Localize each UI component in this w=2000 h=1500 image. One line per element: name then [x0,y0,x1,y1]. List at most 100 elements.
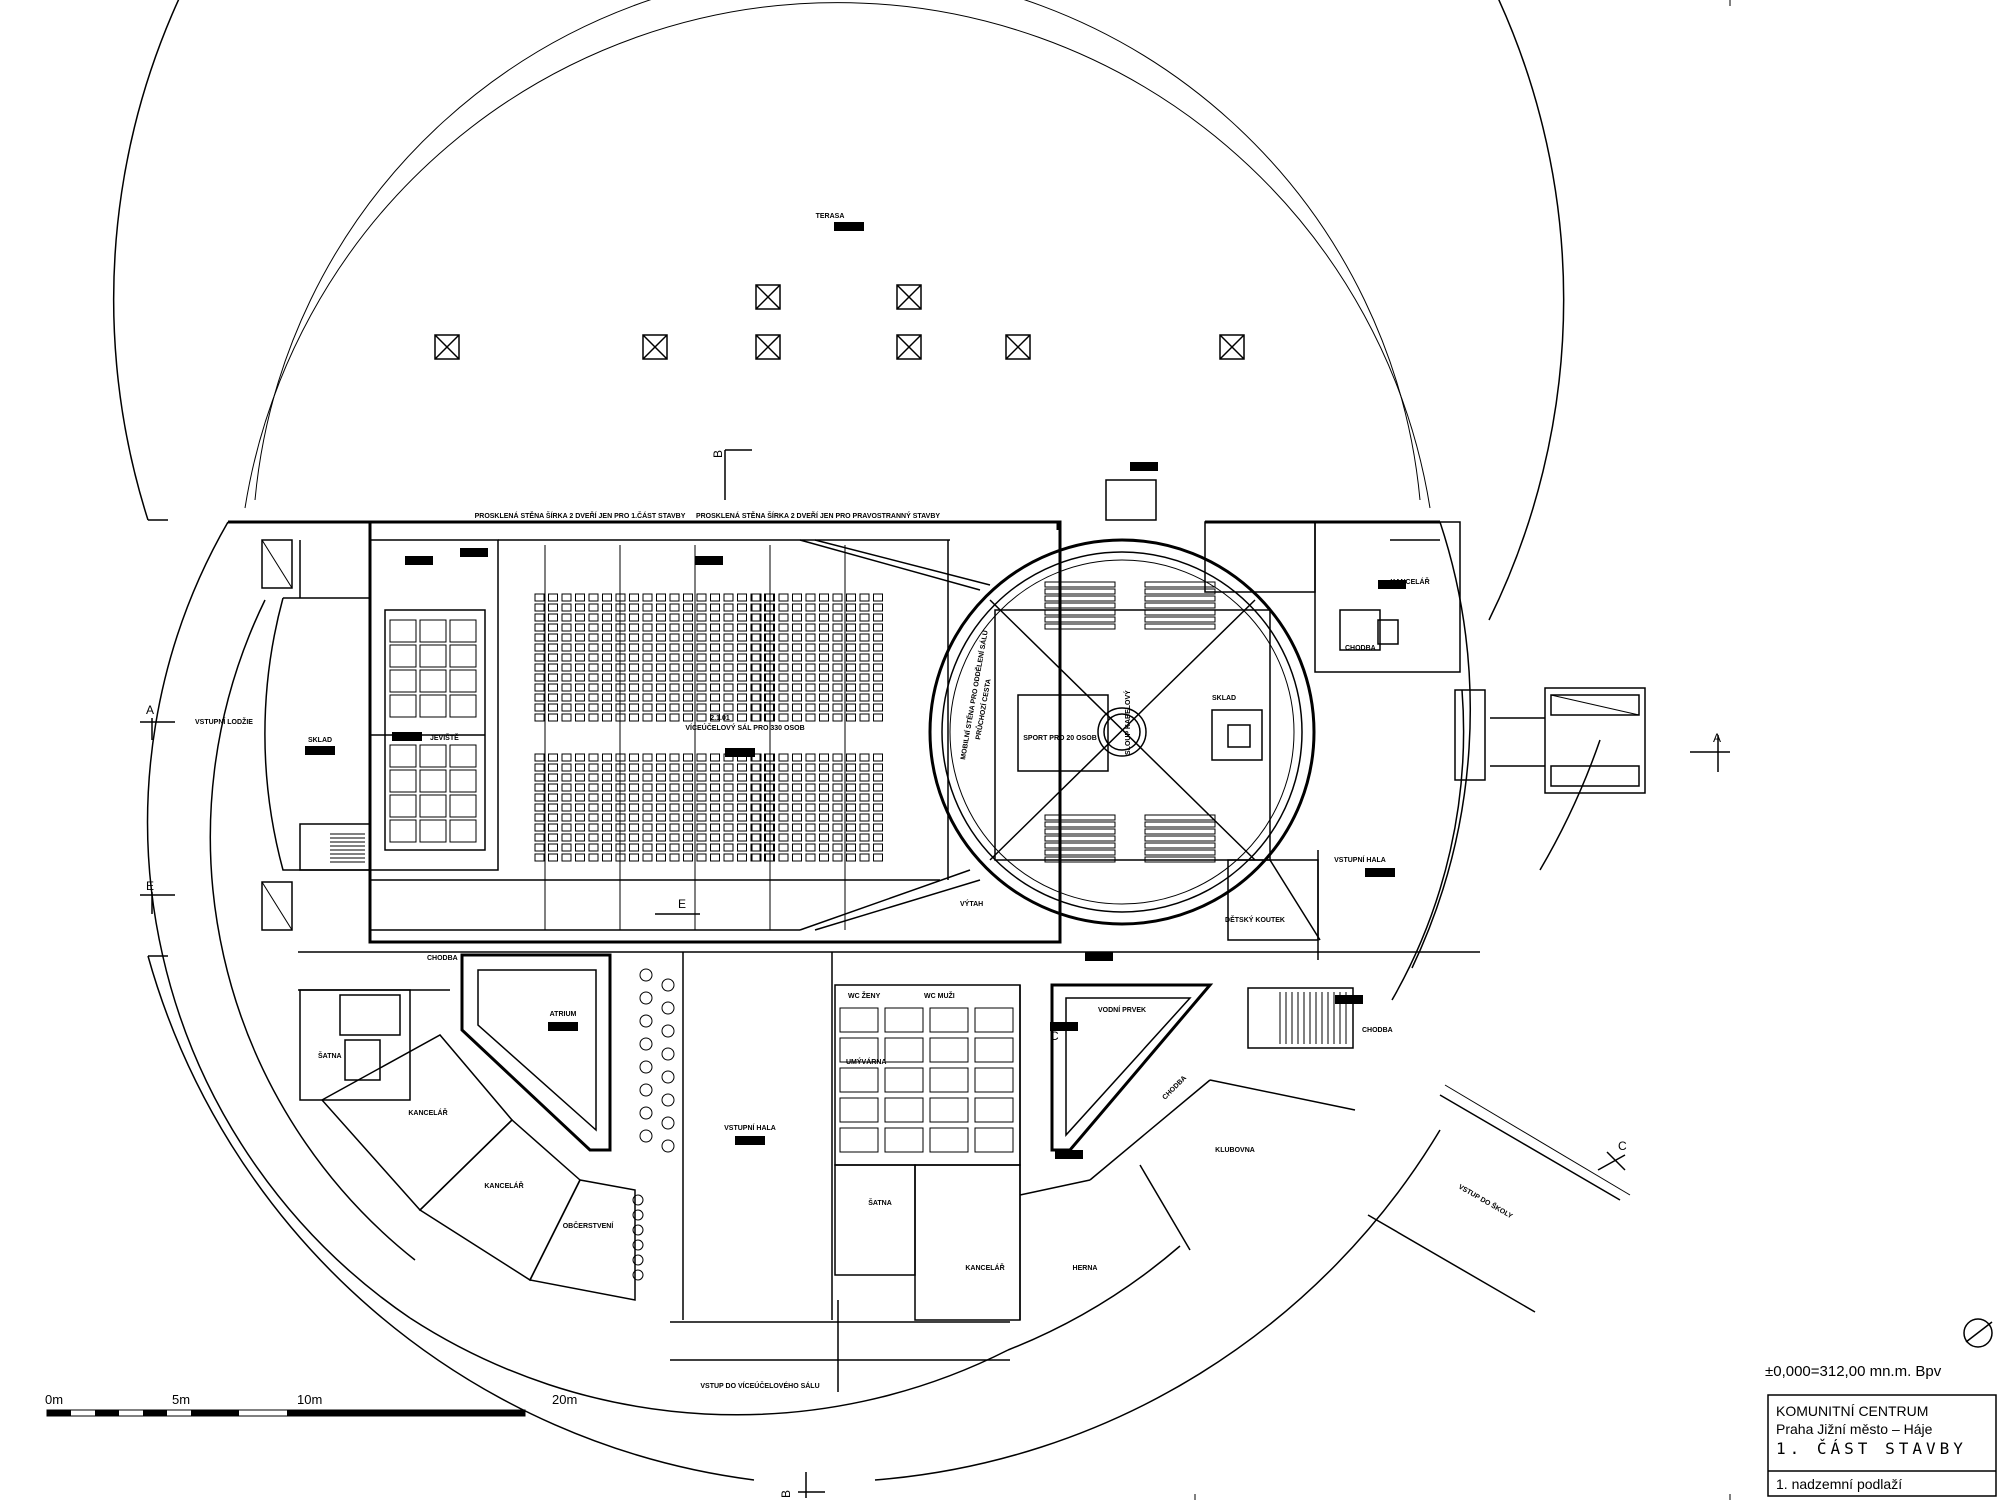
label-centrum: SPORT PRO 20 OSOB [1023,735,1097,742]
seat [805,663,816,672]
seat [561,843,572,852]
label-kancelar-4: KANCELÁŘ [1390,577,1429,586]
seat [832,653,843,662]
seat [737,643,747,652]
seat [723,713,734,722]
seat [642,803,653,812]
seat [669,793,680,802]
stage-panel [449,644,477,668]
seat [846,813,856,822]
seat [588,753,599,762]
seat [669,663,680,672]
seat [832,763,843,772]
wc-cubicle [839,1127,879,1153]
seat [832,593,843,602]
seat [859,773,870,782]
seat [805,753,816,762]
seat [656,843,666,852]
seat [710,763,720,772]
wc-cubicle [884,1007,924,1033]
scale-20m: 20m [552,1392,577,1407]
seat [723,783,734,792]
seat [615,613,626,622]
seat [561,773,572,782]
seat [534,593,545,602]
seat [548,683,558,692]
seat [778,643,789,652]
seat [602,853,612,862]
seat [561,813,572,822]
seat [602,643,612,652]
seat [765,793,775,802]
seat [696,783,707,792]
seat [805,643,816,652]
section-c-right: C [1618,1139,1627,1153]
seat [846,643,856,652]
stage-panel [389,819,417,843]
seat [846,783,856,792]
seat [710,853,720,862]
seat [669,593,680,602]
seat [792,703,802,712]
seat [656,823,666,832]
seat [846,853,856,862]
seat [710,653,720,662]
seat [683,853,693,862]
seat [615,713,626,722]
planter-circle [639,1060,653,1074]
seat [561,783,572,792]
seat [751,683,762,692]
seat [832,673,843,682]
seat [534,833,545,842]
seat [723,793,734,802]
seat [696,593,707,602]
seat [683,833,693,842]
seat [548,783,558,792]
seat [819,623,829,632]
seat [873,693,883,702]
seat [792,663,802,672]
seat [656,793,666,802]
seat [737,713,747,722]
stage-panel [389,744,417,768]
seat [642,653,653,662]
seat [751,633,762,642]
label-sal-number: 2.1.01 [710,715,730,722]
seat [859,793,870,802]
label-vstup-salu: VSTUP DO VÍCEÚČELOVÉHO SÁLU [700,1381,819,1390]
seat [805,673,816,682]
seat [683,693,693,702]
seat [669,683,680,692]
planter-circle [632,1239,644,1251]
seat [615,693,626,702]
seat [642,823,653,832]
seat [792,713,802,722]
stage-panel [419,819,447,843]
seat [548,613,558,622]
stage-panel [389,619,417,643]
seat [723,703,734,712]
seat [548,803,558,812]
seat [710,773,720,782]
seat [819,683,829,692]
seat [642,763,653,772]
seat [561,653,572,662]
seat [846,833,856,842]
seat [710,783,720,792]
seat [778,703,789,712]
seat [846,753,856,762]
seat [629,793,639,802]
label-sklad-2: SKLAD [1212,695,1236,702]
seat [737,763,747,772]
planter-circle [661,1047,675,1061]
label-kancelar-1: KANCELÁŘ [408,1108,447,1117]
column-marker [755,284,781,310]
seat [723,613,734,622]
seat [737,823,747,832]
seat [873,773,883,782]
seat [534,763,545,772]
seat [588,813,599,822]
seat [778,843,789,852]
seat [642,603,653,612]
seat [683,593,693,602]
